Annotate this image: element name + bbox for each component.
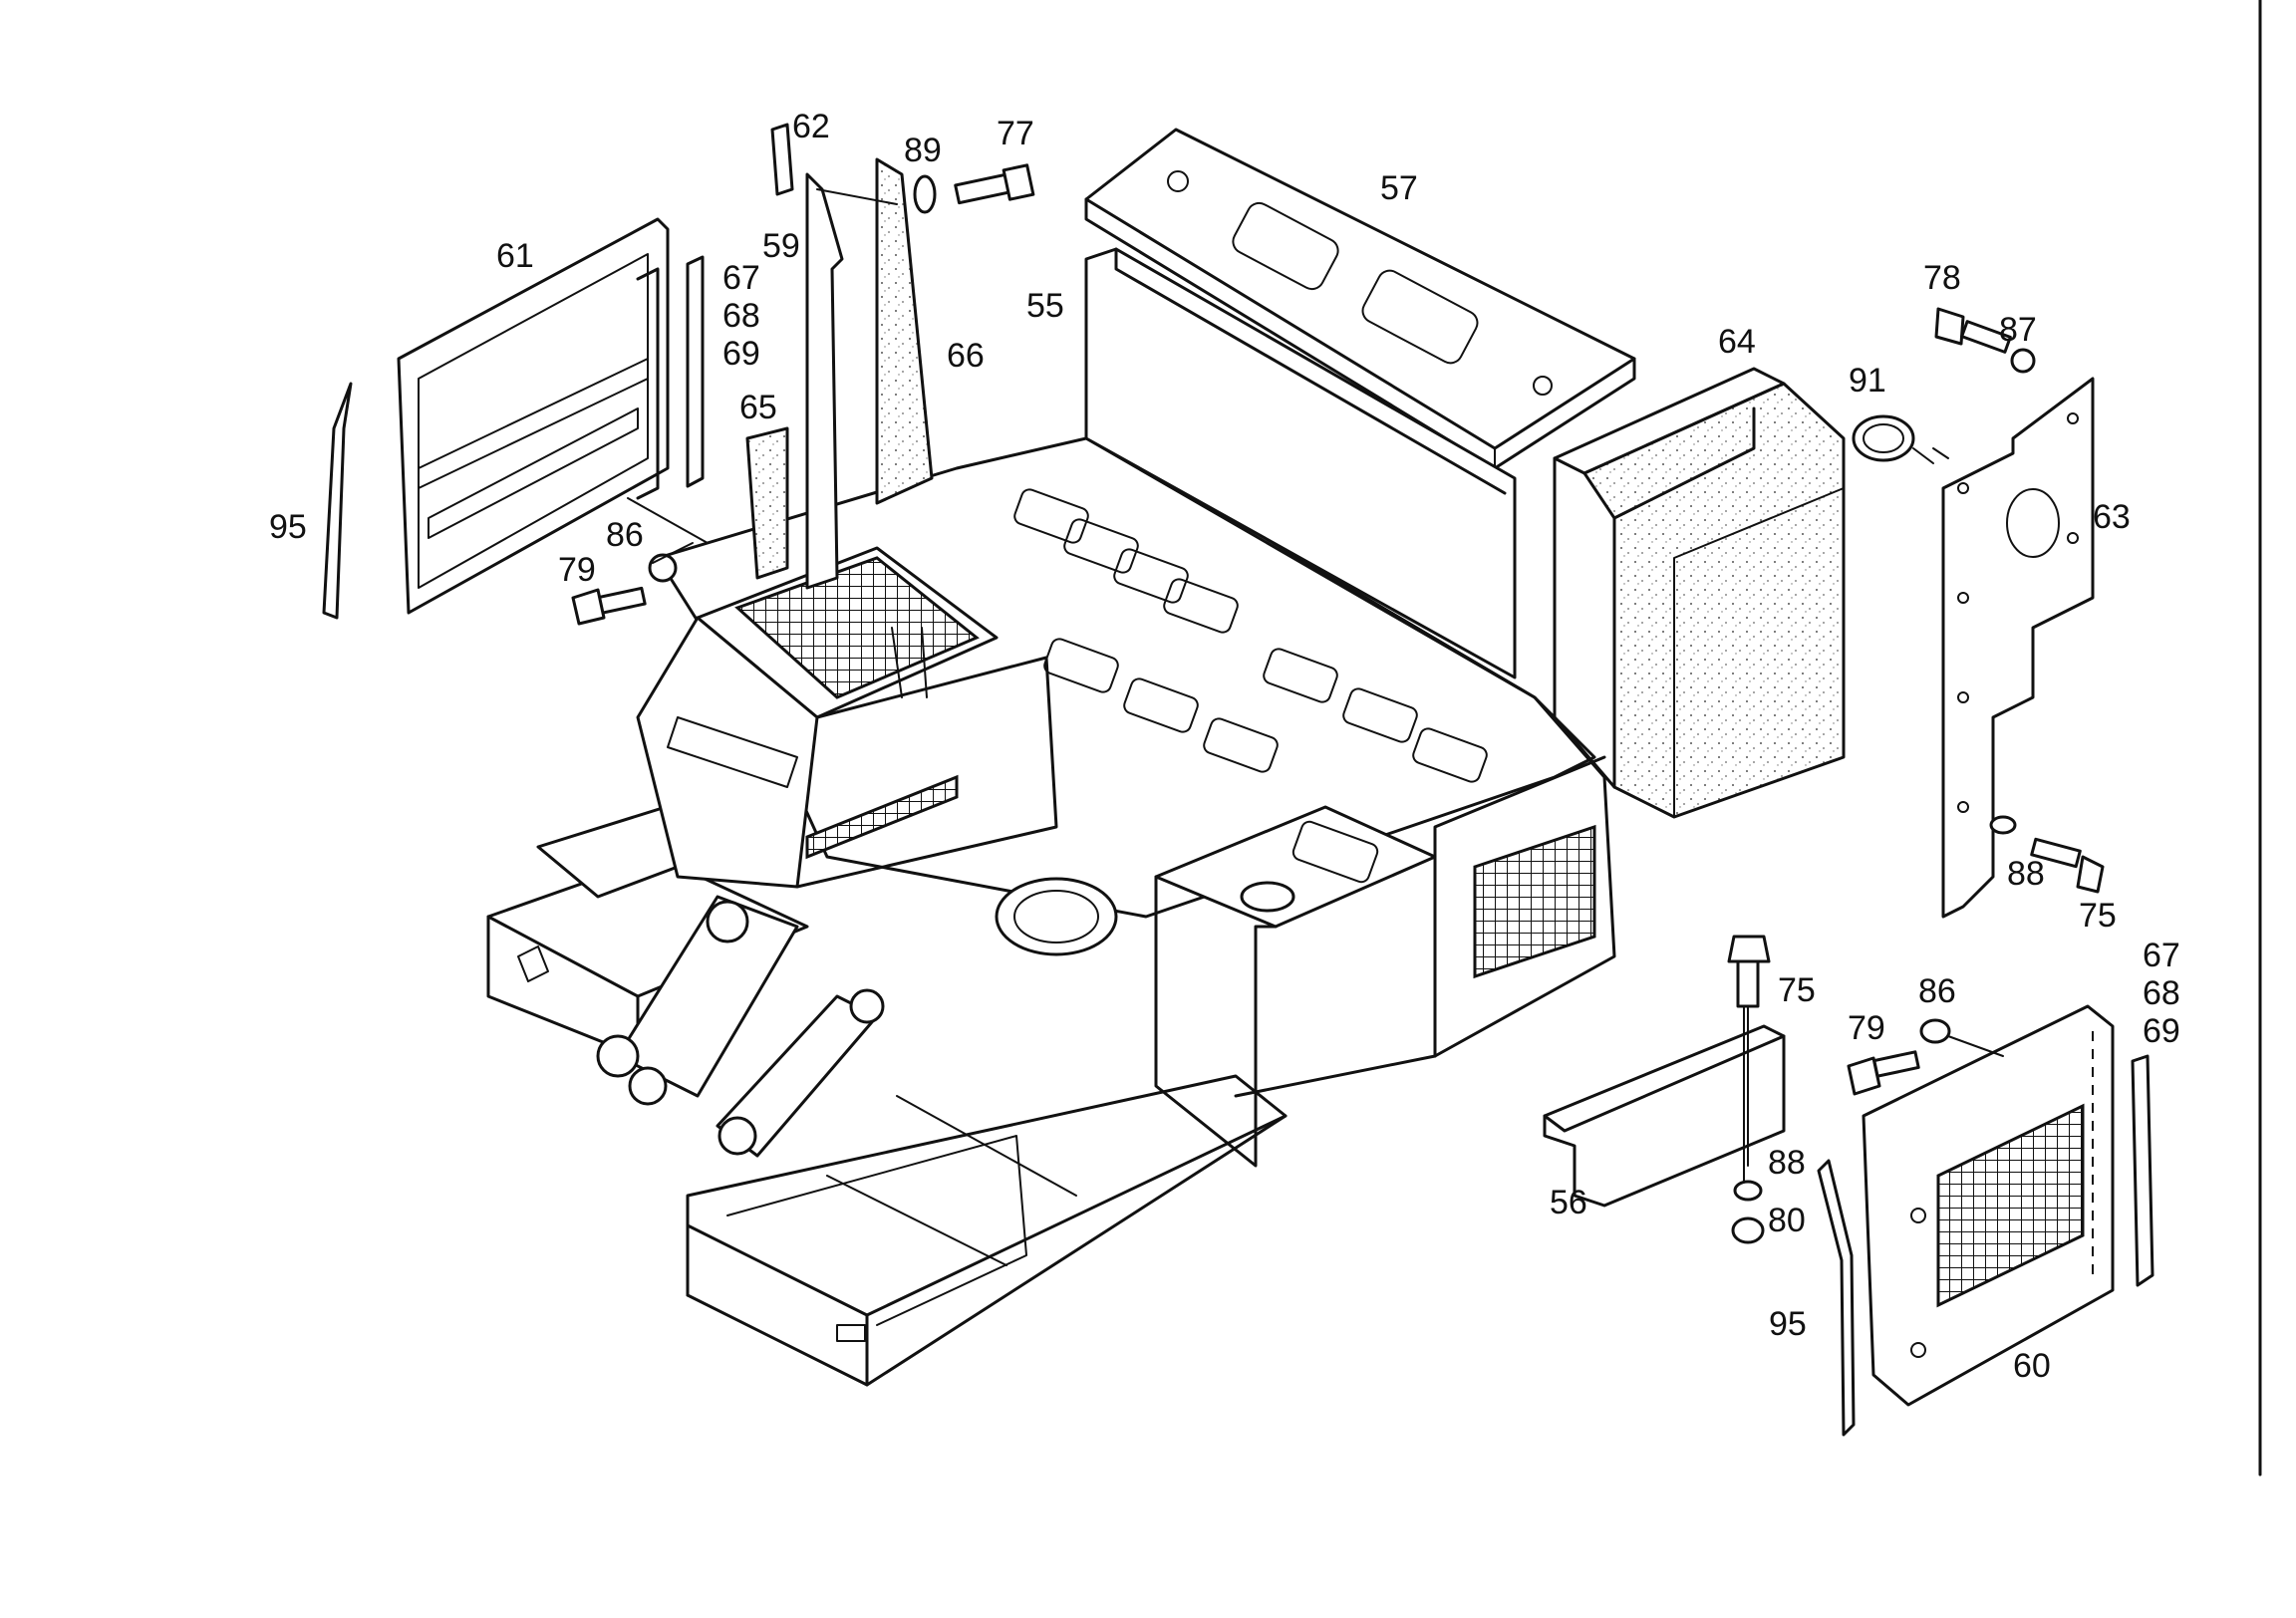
part-55-side-panel [1084,247,1517,679]
label-55: 55 [1026,287,1064,325]
label-86-left: 86 [606,516,644,554]
part-64-box [1553,367,1846,819]
label-66: 66 [947,337,985,375]
label-62: 62 [792,108,830,145]
label-69-left: 69 [722,335,760,373]
label-86-right: 86 [1918,972,1956,1010]
bolt-75-right [1989,815,2105,894]
label-95-right: 95 [1769,1305,1807,1343]
leader-59-66 [816,188,898,205]
hood-vent-slots [1013,488,1488,783]
nut-80 [1731,1216,1765,1244]
part-67-strip-right [2131,1054,2154,1287]
part-56-bracket [1543,1024,1786,1208]
label-80: 80 [1768,1202,1806,1239]
part-59-strip [805,172,844,590]
label-68-right: 68 [2143,974,2180,1012]
washer-88-bottom [1733,1180,1763,1202]
label-59: 59 [762,227,800,265]
label-88-right: 88 [2007,855,2045,893]
label-60: 60 [2013,1347,2051,1385]
label-65: 65 [739,389,777,426]
label-61: 61 [496,237,534,275]
part-95-strip-left [322,382,353,620]
part-67-strip-left [686,255,705,488]
part-60-door [1862,1004,2115,1407]
leader-lines [627,447,2004,1182]
part-65-pad [745,426,789,580]
label-68-left: 68 [722,297,760,335]
label-69-right: 69 [2143,1012,2180,1050]
main-chassis [486,436,1616,1387]
label-75-right: 75 [2079,897,2117,935]
part-61-left-door [397,217,670,615]
label-95-left: 95 [269,508,307,546]
label-87: 87 [1999,311,2037,349]
label-88-bottom: 88 [1768,1144,1806,1182]
label-57: 57 [1380,169,1418,207]
label-91: 91 [1849,362,1886,400]
label-67-right: 67 [2143,937,2180,974]
label-79-left: 79 [558,551,596,589]
label-67-left: 67 [722,259,760,297]
label-63: 63 [2093,498,2131,536]
bolt-75-vertical [1727,935,1771,1167]
bolt-79-right [1847,1018,1951,1096]
label-79-right: 79 [1848,1009,1885,1047]
label-89: 89 [904,132,942,169]
bolt-77 [913,163,1035,214]
part-95-strip-right [1817,1159,1856,1437]
label-64: 64 [1718,323,1756,361]
part-labels: 57 55 64 91 78 87 63 88 75 61 67 68 69 6… [269,108,2180,1385]
part-62-plate [770,123,794,196]
part-91-plug [1852,414,1934,464]
label-78: 78 [1923,259,1961,297]
label-75-bottom: 75 [1778,971,1816,1009]
part-66-seal [875,157,934,505]
part-63-plate [1941,377,2095,919]
label-77: 77 [997,115,1034,152]
bolt-78 [1934,307,2036,374]
label-56: 56 [1550,1184,1587,1221]
